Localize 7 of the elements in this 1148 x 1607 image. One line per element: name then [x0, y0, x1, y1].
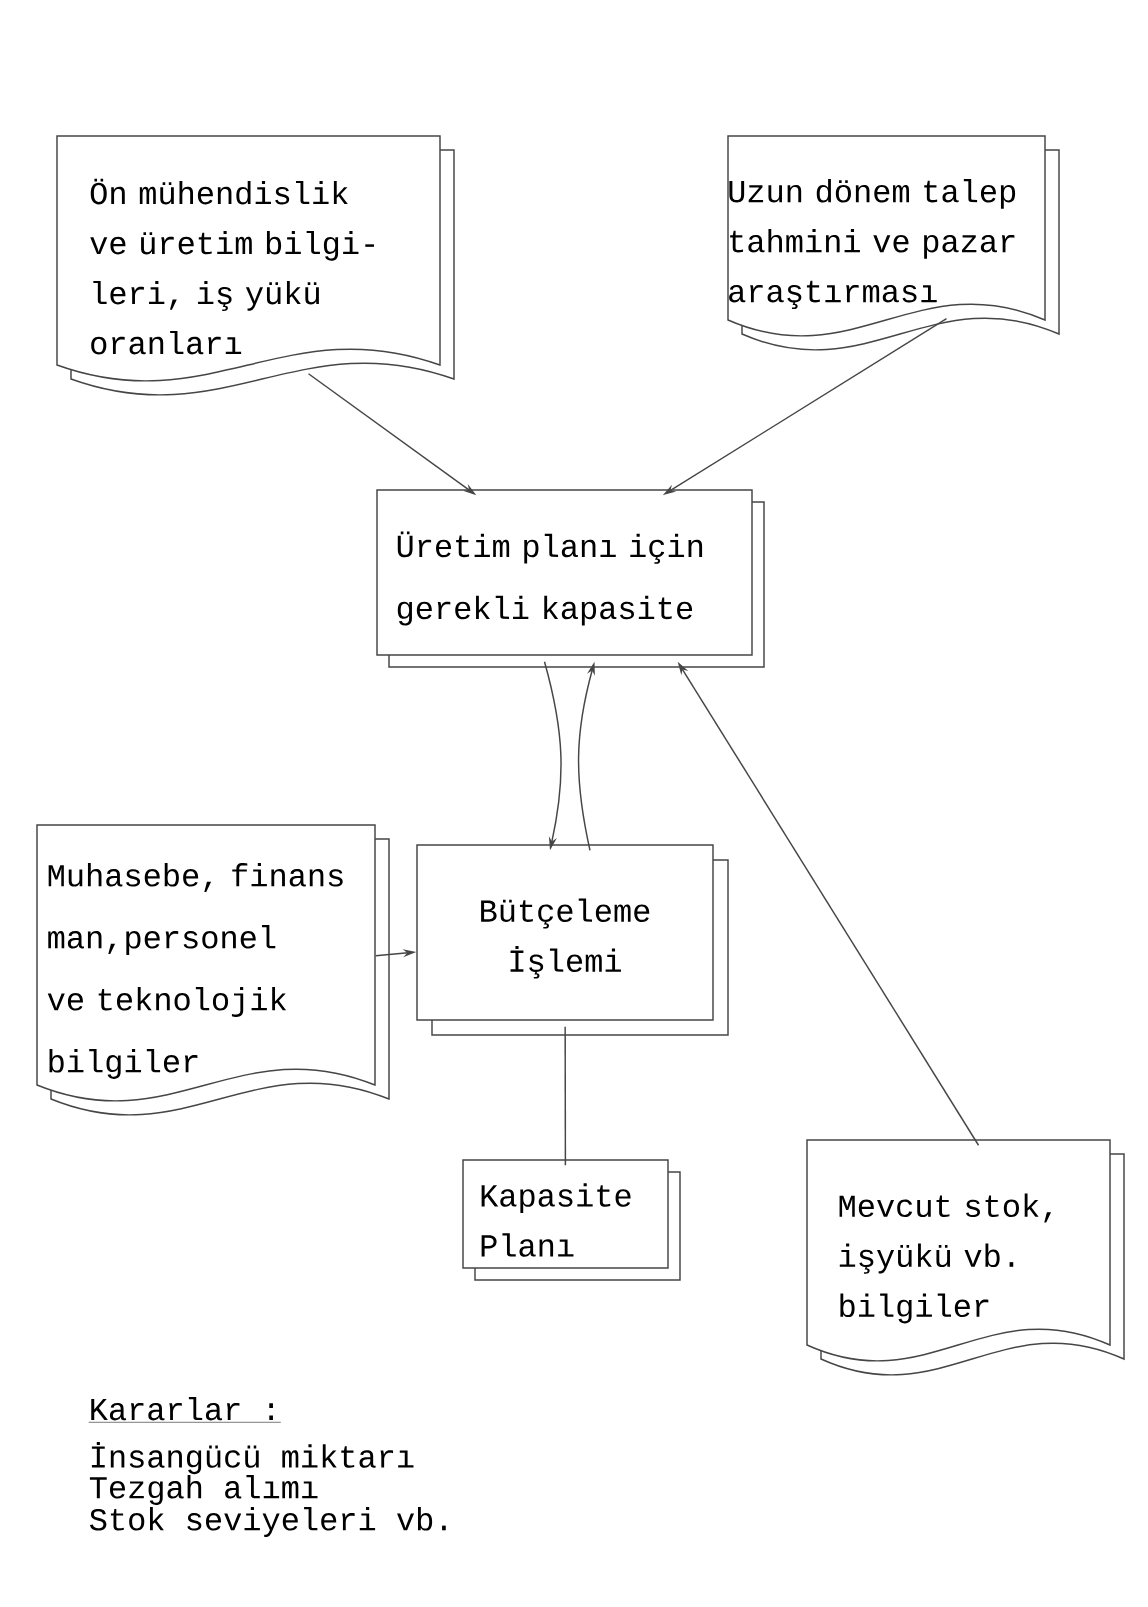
- list-item: Stok seviyeleri vb.: [89, 1507, 446, 1537]
- list-item: Tezgah alımı: [89, 1475, 318, 1505]
- process-box: Bütçeleme İşlemi: [416, 844, 729, 1036]
- process-box: Üretim planı için gerekli kapasite: [376, 489, 765, 668]
- process-box: Kapasite Planı: [462, 1159, 681, 1281]
- list-item: İnsangücü miktarı: [91, 1441, 414, 1475]
- heading: Kararlar :: [88, 1396, 282, 1423]
